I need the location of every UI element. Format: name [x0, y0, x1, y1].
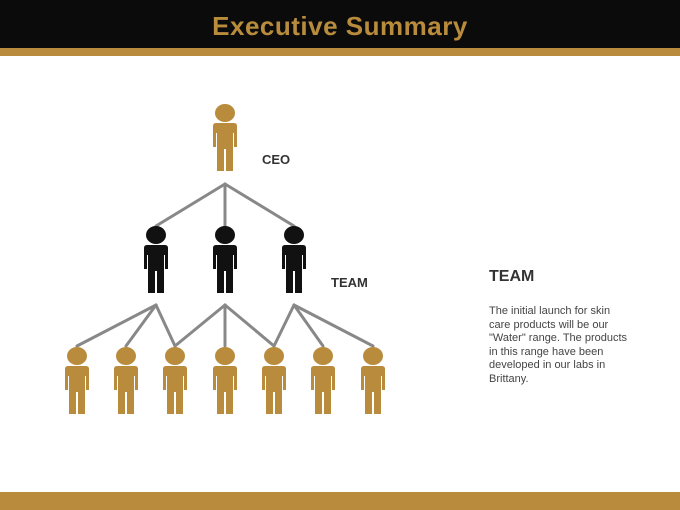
- org-connectors: [75, 182, 375, 348]
- side-panel-body: The initial launch for skin care product…: [489, 305, 628, 385]
- connector-manager-team-6: [223, 303, 276, 348]
- ceo-label: CEO: [262, 152, 290, 167]
- team-member-person-icon-3: [163, 347, 187, 414]
- manager-person-icon-3: [282, 226, 306, 293]
- team-member-person-icon-5: [262, 347, 286, 414]
- team-member-person-icon-6: [311, 347, 335, 414]
- team-member-person-icon-4: [213, 347, 237, 414]
- connector-manager-team-2: [124, 303, 158, 348]
- connector-ceo-manager-1: [154, 182, 227, 228]
- page-title: Executive Summary: [212, 11, 468, 41]
- manager-person-icon-1: [144, 226, 168, 293]
- org-people: [65, 104, 385, 414]
- connector-ceo-manager-3: [223, 182, 296, 228]
- team-member-person-icon-2: [114, 347, 138, 414]
- connector-manager-team-8: [292, 303, 325, 348]
- footer-bar: [0, 492, 680, 510]
- connector-manager-team-7: [272, 303, 296, 348]
- connector-manager-team-1: [75, 303, 158, 348]
- team-label: TEAM: [331, 275, 368, 290]
- connector-manager-team-4: [173, 303, 227, 348]
- side-panel-heading: TEAM: [489, 268, 535, 285]
- connector-manager-team-3: [154, 303, 177, 348]
- connector-manager-team-9: [292, 303, 375, 348]
- manager-person-icon-2: [213, 226, 237, 293]
- team-member-person-icon-1: [65, 347, 89, 414]
- header-bar: [0, 0, 680, 48]
- ceo-person-icon-1: [213, 104, 237, 171]
- header-accent-line: [0, 48, 680, 56]
- team-member-person-icon-7: [361, 347, 385, 414]
